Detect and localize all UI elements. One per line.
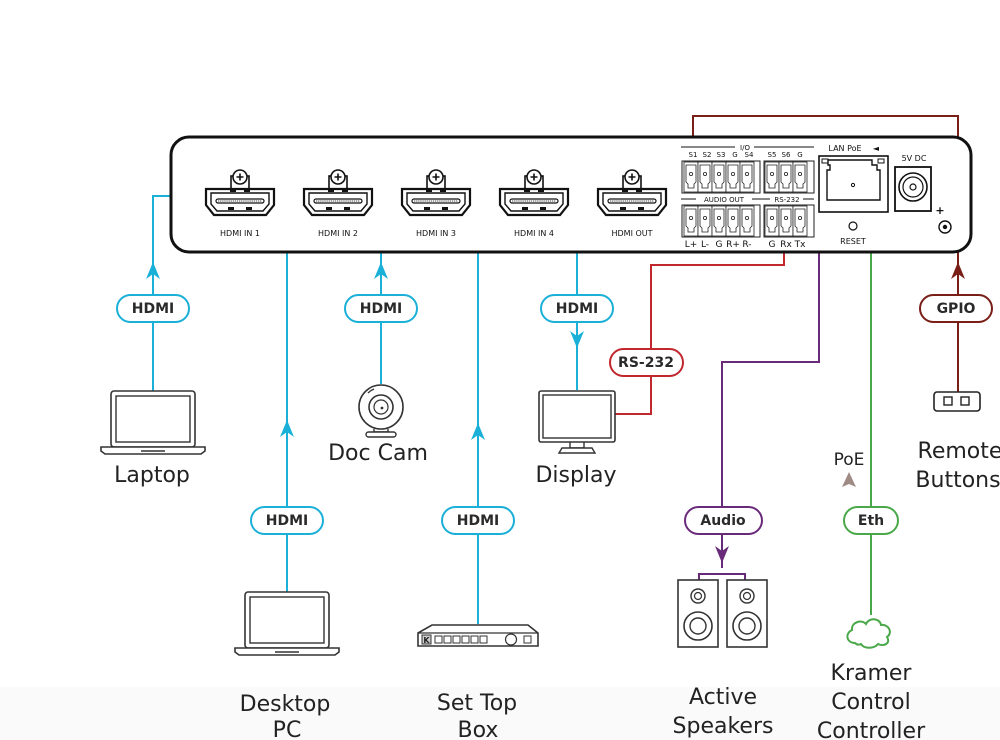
- hdmi-out-label: HDMI OUT: [611, 229, 652, 238]
- pin-label: G: [769, 240, 776, 250]
- hdmi-badge-doc-cam: HDMI: [344, 294, 418, 323]
- polarity-plus-icon: +: [935, 204, 944, 217]
- hdmi-badge-set-top-box: HDMI: [441, 506, 515, 535]
- hdmi-badge-laptop: HDMI: [116, 294, 190, 323]
- desktop-pc-icon: [234, 591, 340, 656]
- pin-label: L-: [701, 240, 709, 250]
- svg-text:HDMI: HDMI: [266, 513, 308, 529]
- set-top-box-icon: K: [417, 624, 539, 647]
- pin-label: Rx: [780, 240, 792, 250]
- kramer-control-label-line3: Controller: [817, 719, 926, 740]
- active-speakers-label-line1: Active: [689, 685, 757, 710]
- audio-badge: Audio: [684, 506, 763, 535]
- power-label: 5V DC: [902, 154, 927, 163]
- active-speakers-icon: [677, 573, 768, 648]
- reset-label: RESET: [840, 237, 866, 246]
- doc-cam-label: Doc Cam: [328, 441, 428, 466]
- pin-label: S3: [717, 151, 726, 159]
- pin-label: G: [732, 151, 737, 159]
- pin-label: R+: [726, 240, 740, 250]
- svg-text:K: K: [423, 636, 430, 645]
- gpio-cable: [692, 115, 965, 392]
- desktop-pc-label-line2: PC: [273, 718, 302, 740]
- audio-rs232-terminal-block[interactable]: AUDIO OUT RS-232 L+ L- G R+ R- G Rx Tx: [681, 196, 815, 250]
- reset-button[interactable]: RESET: [840, 221, 866, 246]
- pin-label: S6: [782, 151, 791, 159]
- kramer-control-label-line1: Kramer: [831, 661, 913, 686]
- remote-buttons-label-line1: Remote: [918, 439, 1000, 464]
- pin-label: L+: [685, 240, 698, 250]
- laptop-label: Laptop: [114, 463, 190, 488]
- eth-badge: Eth: [843, 506, 899, 535]
- arrow-up-icon: [146, 262, 160, 279]
- remote-buttons-label-line2: Buttons: [915, 468, 1000, 493]
- remote-buttons-icon: [933, 391, 981, 412]
- pin-label: G: [797, 151, 802, 159]
- arrow-down-icon: [715, 546, 729, 563]
- svg-text:Audio: Audio: [700, 513, 746, 529]
- arrow-up-icon: [280, 420, 294, 437]
- gpio-badge: GPIO: [919, 294, 993, 323]
- kramer-control-label-line2: Control: [831, 690, 911, 715]
- hdmi-in-2-label: HDMI IN 2: [318, 229, 358, 238]
- arrow-down-icon: [570, 331, 584, 348]
- audio-out-header: AUDIO OUT: [704, 196, 745, 204]
- svg-text:HDMI: HDMI: [360, 301, 402, 317]
- pin-label: S1: [689, 151, 698, 159]
- pin-label: R-: [742, 240, 751, 250]
- doc-cam-icon: [358, 384, 404, 438]
- svg-text:HDMI: HDMI: [132, 301, 174, 317]
- io-terminal-block[interactable]: I/O S1 S2 S3 G S4 S5 S6 G: [681, 144, 815, 194]
- hdmi-in-4-label: HDMI IN 4: [514, 229, 554, 238]
- pin-label: Tx: [794, 240, 806, 250]
- svg-text:RS-232: RS-232: [618, 355, 674, 371]
- arrow-up-icon: [471, 423, 485, 440]
- lan-poe-port[interactable]: LAN PoE ◄: [818, 144, 889, 213]
- svg-text:GPIO: GPIO: [937, 301, 976, 317]
- bottom-background-band: [0, 687, 1000, 740]
- svg-text:Eth: Eth: [858, 513, 884, 529]
- rs232-header: RS-232: [774, 196, 799, 204]
- poe-label: PoE: [834, 450, 865, 470]
- arrow-up-icon: [374, 262, 388, 279]
- pin-label: S2: [703, 151, 712, 159]
- display-label: Display: [535, 463, 616, 488]
- pin-label: G: [716, 240, 723, 250]
- lan-poe-label: LAN PoE: [828, 144, 861, 153]
- svg-text:HDMI: HDMI: [556, 301, 598, 317]
- pin-label: S5: [768, 151, 777, 159]
- poe-arrow-icon: [842, 472, 856, 487]
- hdmi-in-3-label: HDMI IN 3: [416, 229, 456, 238]
- cloud-icon: [846, 618, 891, 649]
- hdmi-in-4-cable: [471, 195, 498, 624]
- desktop-pc-label-line1: Desktop: [240, 692, 331, 717]
- set-top-box-label-line2: Box: [458, 718, 499, 740]
- set-top-box-label-line1: Set Top: [437, 691, 517, 716]
- arrow-up-icon: [951, 262, 965, 279]
- lan-indicator-icon: ◄: [873, 144, 880, 153]
- rs232-badge: RS-232: [609, 348, 684, 377]
- pin-label: S4: [745, 151, 754, 159]
- io-header: I/O: [740, 144, 750, 152]
- power-port[interactable]: 5V DC +: [894, 154, 952, 234]
- active-speakers-label-line2: Speakers: [673, 714, 774, 739]
- svg-text:HDMI: HDMI: [457, 513, 499, 529]
- hdmi-badge-display: HDMI: [540, 294, 614, 323]
- display-icon: [538, 390, 616, 454]
- laptop-icon: [100, 390, 206, 455]
- hdmi-in-1-label: HDMI IN 1: [220, 229, 260, 238]
- hdmi-badge-desktop-pc: HDMI: [250, 506, 324, 535]
